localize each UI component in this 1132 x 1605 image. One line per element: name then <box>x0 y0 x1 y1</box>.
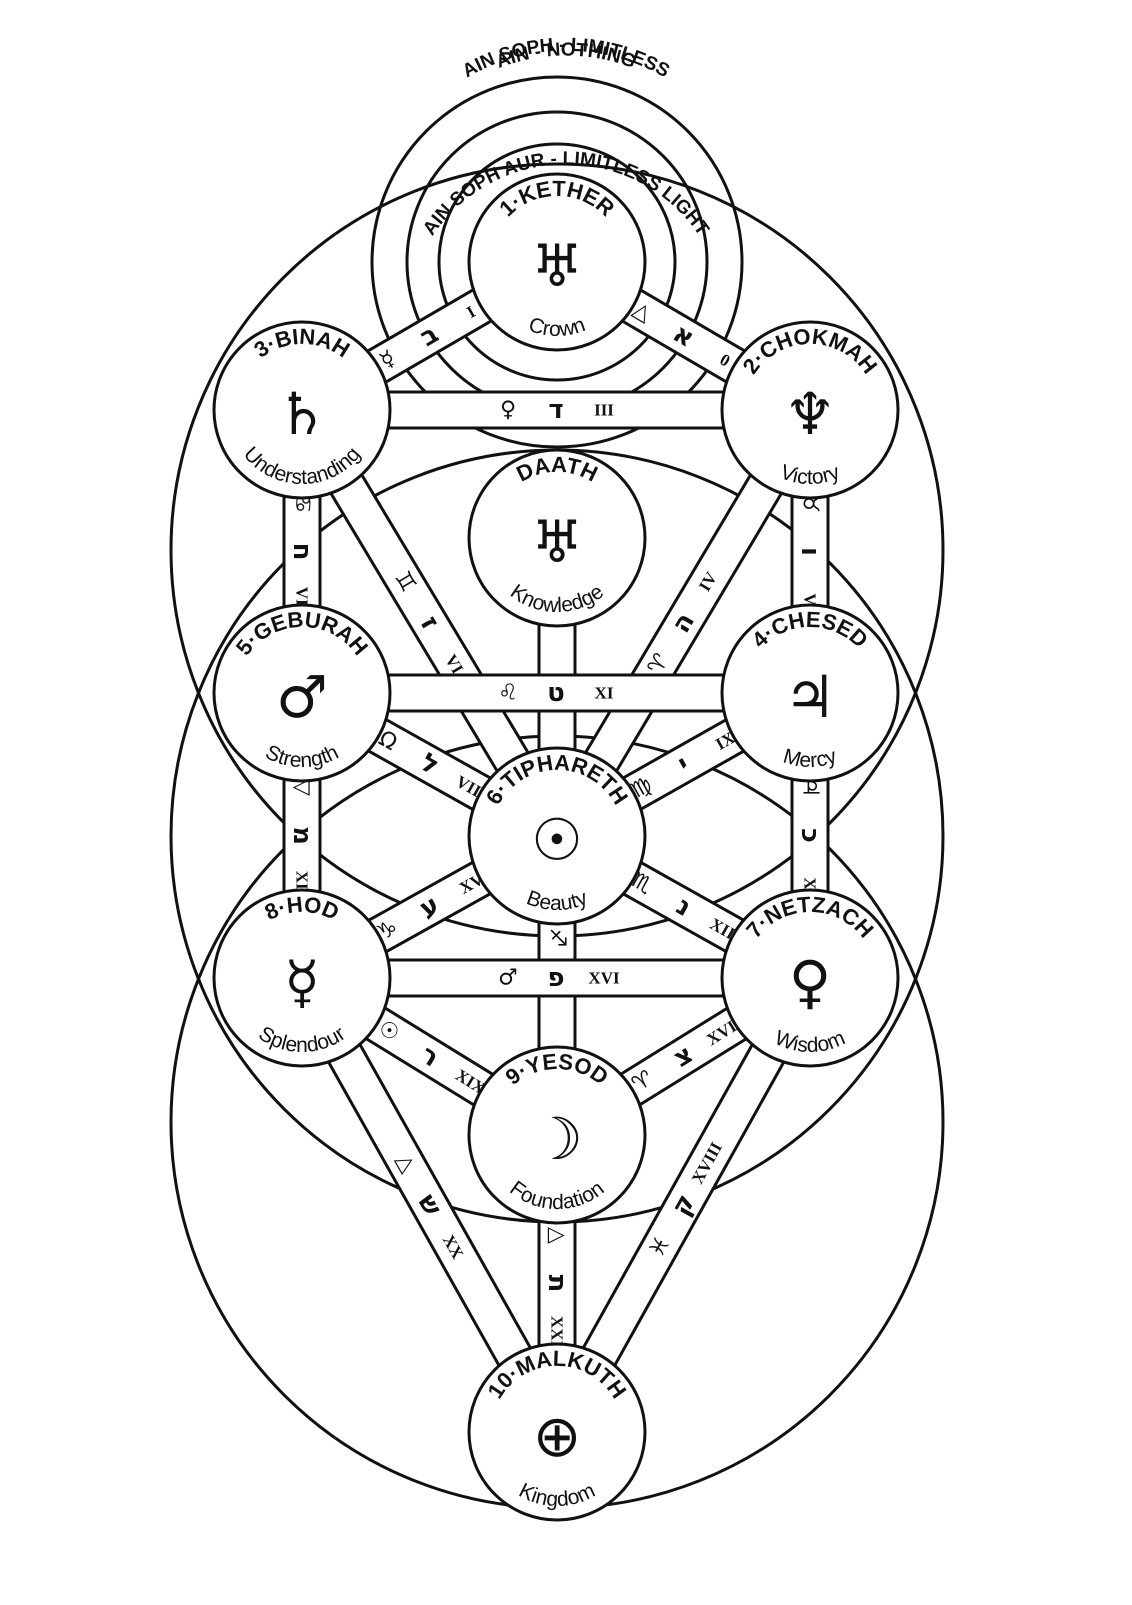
earth-icon: ⊕ <box>533 1402 582 1470</box>
sephirah-subtitle: Mercy <box>781 744 840 772</box>
path-hebrew-letter: כ <box>795 828 825 843</box>
sephirah-circle <box>467 1045 647 1225</box>
path-astro-symbol: ♀ <box>500 398 516 423</box>
path-tarot-numeral: XI <box>595 684 614 703</box>
sephirah-circle <box>467 172 647 352</box>
venus-icon: ♀ <box>789 948 831 1016</box>
path-astro-symbol: ♌ <box>498 681 518 706</box>
ain-ring-outer <box>370 75 744 449</box>
path-astro-symbol: △ <box>545 1227 570 1244</box>
path-astro-symbol: ▽ <box>290 779 315 796</box>
path-hebrew-letter: מ <box>287 826 317 845</box>
path-hebrew-letter: ת <box>542 1275 572 1293</box>
jupiter-icon: ♃ <box>784 663 836 731</box>
neptune-icon: ♆ <box>784 380 836 448</box>
path-hod-malkuth: △שXX <box>284 967 575 1443</box>
sun-icon: ☉ <box>531 806 583 874</box>
sephirah-circle <box>212 320 392 500</box>
sephirah-circle <box>467 746 647 926</box>
sephirah-circle <box>720 320 900 500</box>
uranus-planet-icon: ♅ <box>531 232 583 300</box>
moon-icon: ☽ <box>531 1105 583 1173</box>
path-astro-symbol: ♃ <box>798 778 823 798</box>
path-hebrew-letter: ח <box>287 543 317 561</box>
path-tarot-numeral: V <box>801 593 820 606</box>
path-astro-symbol: ♂ <box>498 966 518 991</box>
path-hebrew-letter: פ <box>547 963 564 993</box>
mercury-icon: ☿ <box>284 948 320 1016</box>
uranus-icon: ♅ <box>531 508 583 576</box>
path-tarot-numeral: XXI <box>548 1316 567 1348</box>
sephirah-circle <box>212 603 392 783</box>
sephirah-circle <box>467 1342 647 1522</box>
saturn-icon: ♄ <box>276 380 328 448</box>
ain-ring-inner <box>437 142 677 382</box>
path-astro-symbol: ♐ <box>545 928 570 948</box>
sephirah-circle <box>467 448 647 628</box>
path-hebrew-letter: ד <box>548 395 563 425</box>
path-tarot-numeral: X <box>801 877 820 890</box>
sephirah-circle <box>212 888 392 1068</box>
path-tarot-numeral: XVI <box>588 969 620 988</box>
path-tarot-numeral: III <box>594 401 614 420</box>
path-hebrew-letter: ו <box>795 547 825 556</box>
sephirah-circle <box>720 888 900 1068</box>
sephirah-circle <box>720 603 900 783</box>
path-hebrew-letter: ט <box>547 678 565 708</box>
mars-icon: ♂ <box>276 663 328 731</box>
